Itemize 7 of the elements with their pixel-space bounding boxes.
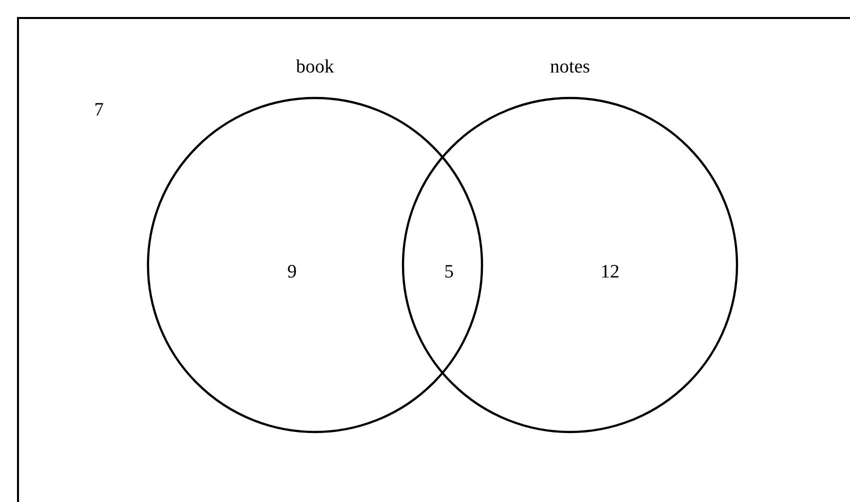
count-label: 12: [600, 262, 620, 282]
set-label: notes: [550, 58, 590, 76]
count-label: 5: [444, 262, 454, 282]
set-label: book: [296, 58, 334, 76]
count-label: 9: [287, 262, 297, 282]
count-label: 7: [94, 100, 104, 120]
universe-box: [17, 17, 850, 502]
